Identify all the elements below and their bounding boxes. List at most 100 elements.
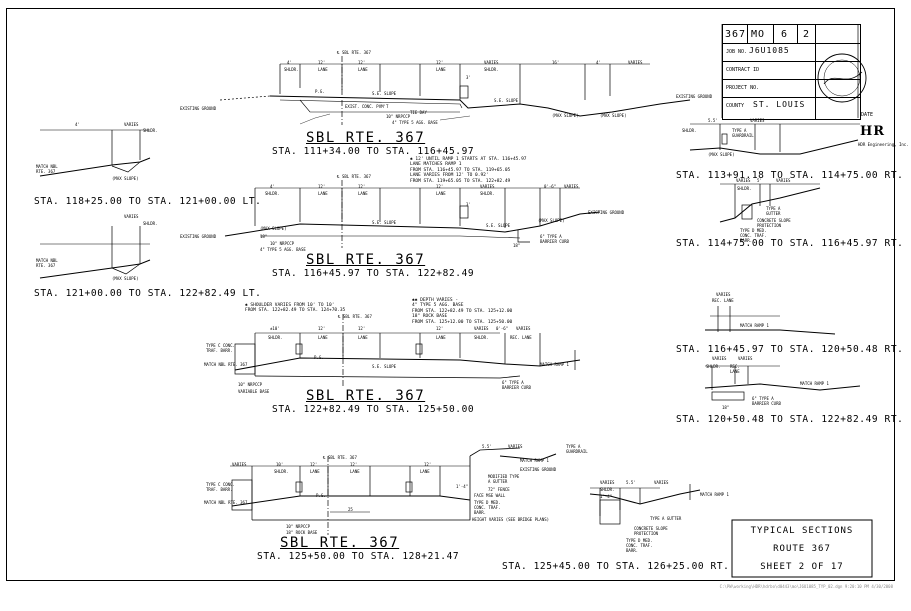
dim-label: VARIES [628,60,643,65]
text-label: SHLDR. [268,335,283,340]
section-2-station: STA. 116+45.97 TO STA. 122+82.49 [272,268,475,279]
typical-sections-line2: ROUTE 367 [773,544,831,554]
text-label: MATCH RAMP 1 [740,323,769,328]
section-1-title: SBL RTE. 367 [306,130,426,146]
text-label: SHLDR. [284,67,299,72]
dim-label: VARIES [124,214,139,219]
station-label: STA. 113+91.18 TO STA. 114+75.00 RT. [676,170,904,181]
dim-label: 1'-4" [456,484,469,489]
text-label: (MAX SLOPE) [112,176,139,181]
text-label: P.G. [314,355,324,360]
text-label: MATCH RAMP 1 [540,362,569,367]
text-label: SHLDR. [480,191,495,196]
dim-label: VARIES [600,480,615,485]
text-label: 3' [466,202,471,207]
text-label: EXIST. CONC. PVM'T [345,104,389,109]
text-label: EXISTING GROUND [520,467,557,472]
dim-label: VARIES [232,462,247,467]
firm-logo: HR [860,124,886,139]
note-line: FROM STA. 122+82.49 TO STA. 124+70.35 [245,308,346,314]
dim-label: VARIES [750,118,765,123]
text-label: SHLDR. [274,469,289,474]
note-line: ✱ 12' UNTIL RAMP 1 STARTS AT STA. 116+45… [410,157,527,162]
text-label: S.E. SLOPE [486,223,511,228]
right-detail-4-drawing [704,365,861,401]
text-label: LANE [310,469,320,474]
dim-label: 12' [310,462,318,467]
typical-sections-line3: SHEET 2 OF 17 [760,562,844,572]
text-label: LANE [436,191,446,196]
text-label: S.E. SLOPE [372,364,397,369]
dim-label: 12' [436,326,444,331]
pe-seal [817,53,867,103]
text-label: LANE [318,191,328,196]
text-label: REC. LANE [510,335,532,340]
dim-label: 12' [318,184,326,189]
dim-label: VARIES [516,326,531,331]
sheet-border [6,8,895,581]
text-label: 10" NRPCCP [286,524,311,529]
text-label: SHLDR. [265,191,280,196]
dim-label: 12' [436,184,444,189]
text-label: SHLDR. [600,487,615,492]
note-line: LANE MATCHES RAMP 1 [410,162,462,168]
section-4-drawing [230,447,557,535]
text-label: (MAX SLOPE) [112,276,139,281]
dim-label: 12' [358,326,366,331]
section-1-station: STA. 111+34.00 TO STA. 116+45.97 [272,146,475,157]
dim-label: VARIES [716,292,731,297]
dim-label: 0'-6" [544,184,557,189]
section-3-title: SBL RTE. 367 [306,388,426,404]
dim-label: VARIES [480,184,495,189]
text-label: EXISTING GROUND [676,94,713,99]
text-label: SHLDR. [682,128,697,133]
dim-label: VARIES [712,356,727,361]
note-line: FROM STA. 116+45.97 TO STA. 119+65.05 [410,167,511,173]
text-label: P.G. [316,493,326,498]
dim-label: 12' [350,462,358,467]
right-detail-5-drawing [589,484,701,525]
section-3-drawing [234,314,581,386]
job-no-value: J6U1085 [749,46,790,55]
dim-label: 5.5' [482,444,492,449]
county-value: ST. LOUIS [753,100,806,109]
text-label: MATCH RAMP 1 [520,458,549,463]
text-label: TYPE A GUARDRAIL [566,444,588,454]
dim-label: 5' [757,178,762,183]
dim-label: 16' [552,60,560,65]
text-label: TYPE C CONC. TRAF. BARR. [206,343,235,353]
text-label: CONCRETE SLOPE PROTECTION [634,526,668,536]
text-label: 4" TYPE 5 AGG. BASE [260,247,306,252]
dim-label: VARIES [484,60,499,65]
dim-label: 4' [270,184,275,189]
text-label: 3' [466,75,471,80]
dim-label: VARIES [736,178,751,183]
section-3-station: STA. 122+82.49 TO STA. 125+50.00 [272,404,475,415]
text-label: EXISTING GROUND [588,210,625,215]
route-value: 367 [725,29,747,40]
text-label: (MAX SLOPE) [600,113,627,118]
text-label: 6" TYPE A BARRIER CURB [752,396,781,406]
text-label: MATCH NBL RTE. 367 [204,500,248,505]
dim-label: VARIES [124,122,139,127]
text-label: LANE [318,67,328,72]
dim-label: 12' [358,184,366,189]
section-1-drawing [219,56,691,125]
text-label: LANE [318,335,328,340]
station-label: STA. 116+45.97 TO STA. 120+50.48 RT. [676,344,904,355]
text-label: TIE DAY [410,110,427,115]
text-label: MATCH NBL RTE. 367 [36,164,58,174]
text-label: MODIFIED TYPE A GUTTER [488,474,520,484]
typical-sections-line1: TYPICAL SECTIONS [750,526,854,536]
dim-label: 4' [75,122,80,127]
typical-sections-box: TYPICAL SECTIONS ROUTE 367 SHEET 2 OF 17 [732,520,872,577]
text-label: LANE [436,67,446,72]
note-line: 18" ROCK BASE [412,314,448,320]
note-line: 4" TYPE 5 AGG. BASE [412,303,464,309]
dim-label: 4' [596,60,601,65]
dim-label: VARIES [564,184,579,189]
dim-label: VARIES [474,326,489,331]
note-line: ✱ SHOULDER VARIES FROM 10' TO 10' [245,303,335,308]
